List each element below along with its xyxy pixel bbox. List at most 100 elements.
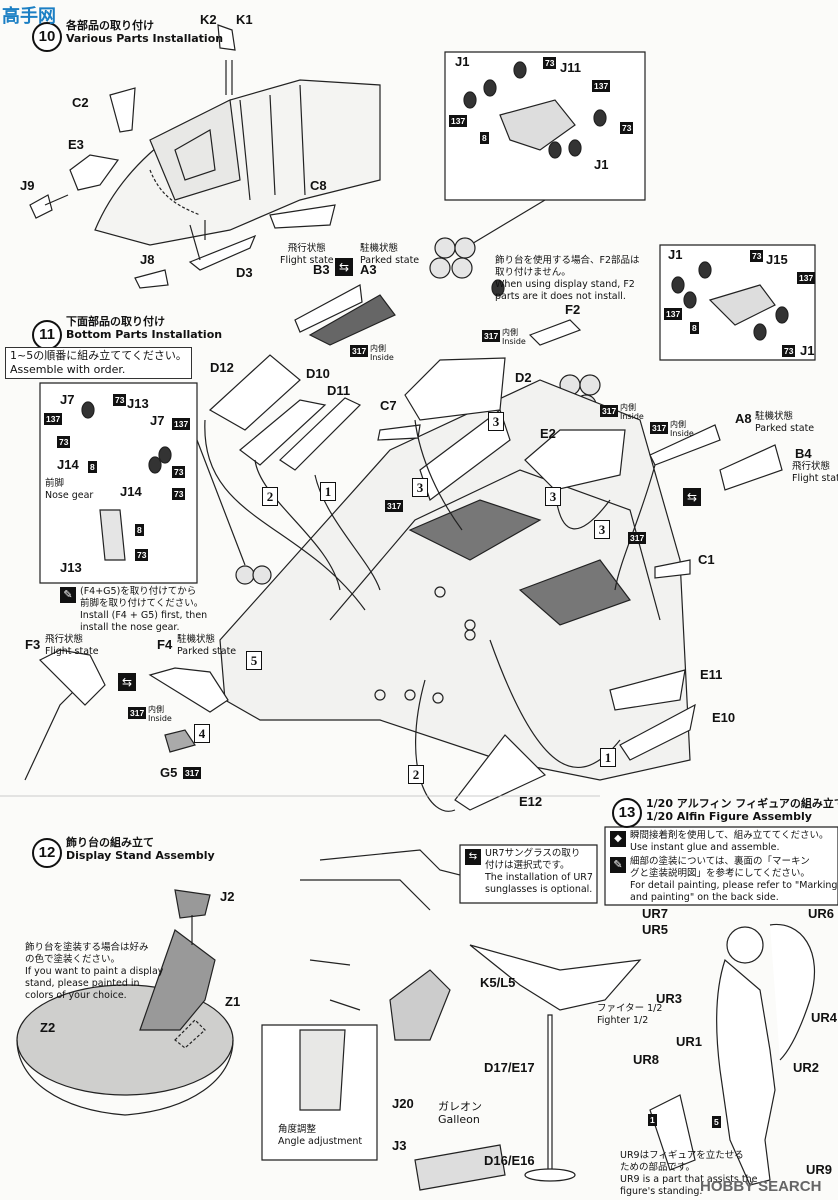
- part-J7-right: J7: [150, 413, 165, 428]
- ur7-note-en2: sunglasses is optional.: [485, 884, 593, 895]
- badge-317: 317: [183, 767, 202, 779]
- part-E3: E3: [68, 137, 84, 152]
- step-13-title: 1/20 アルフィン フィギュアの組み立て 1/20 Alfin Figure …: [646, 797, 838, 823]
- f4-note-jp1: (F4+G5)を取り付けてから: [80, 586, 197, 597]
- a8-state-label: 駐機状態 Parked state: [755, 411, 814, 435]
- part-F4: F4: [157, 637, 173, 652]
- ur9-note-en2: figure's standing.: [620, 1186, 703, 1197]
- f4-g5-note: (F4+G5)を取り付けてから 前脚を取り付けてください。 Install (F…: [80, 586, 207, 634]
- part-C2: C2: [72, 95, 89, 110]
- part-UR4: UR4: [811, 1010, 838, 1025]
- step-13-title-en: 1/20 Alfin Figure Assembly: [646, 810, 812, 823]
- inside-jp: 内側: [502, 328, 518, 337]
- part-D12: D12: [210, 360, 234, 375]
- paint-note-en2: stand, please painted in: [25, 978, 140, 989]
- angle-adjust-en: Angle adjustment: [278, 1136, 363, 1147]
- flight-state-jp: 飛行状態: [792, 461, 831, 472]
- f2-note-jp1: 飾り台を使用する場合、F2部品は: [495, 255, 640, 266]
- parked-state-en: Parked state: [755, 423, 815, 434]
- assemble-order-jp: 1~5の順番に組み立ててください。: [10, 349, 187, 362]
- badge-137: 137: [44, 413, 63, 425]
- inside-jp: 内側: [670, 420, 686, 429]
- flight-state-jp: 飛行状態: [287, 243, 326, 254]
- inside-en: Inside: [370, 353, 394, 362]
- parked-state-jp: 駐機状態: [755, 411, 794, 422]
- badge-73: 73: [57, 436, 71, 448]
- badge-317: 317: [482, 330, 501, 342]
- badge-8: 8: [135, 524, 144, 536]
- galleon-en: Galleon: [438, 1113, 480, 1126]
- detail-note-jp2: グと塗装説明図」を参考にしてください。: [630, 868, 810, 879]
- part-B4: B4: [795, 446, 812, 461]
- angle-adjust-jp: 角度調整: [278, 1124, 317, 1135]
- order-step-2: 2: [262, 487, 278, 506]
- part-E2: E2: [540, 426, 556, 441]
- part-J1-right-top: J1: [668, 247, 683, 262]
- assemble-order-en: Assemble with order.: [10, 363, 126, 376]
- inside-jp: 内側: [620, 403, 636, 412]
- part-UR2: UR2: [793, 1060, 820, 1075]
- part-J1-right-bottom: J1: [800, 343, 815, 358]
- parked-state-jp: 駐機状態: [177, 634, 216, 645]
- badge-73: 73: [172, 488, 186, 500]
- parked-state-en: Parked state: [360, 255, 420, 266]
- badge-137: 137: [449, 115, 468, 127]
- step-11-title-jp: 下面部品の取り付け: [66, 315, 165, 328]
- part-J3: J3: [392, 1138, 407, 1153]
- part-D2: D2: [515, 370, 532, 385]
- galleon-label: ガレオン Galleon: [438, 1100, 482, 1126]
- badge-317: 317: [385, 500, 404, 512]
- step-12-title-jp: 飾り台の組み立て: [66, 836, 154, 849]
- paint-brush-icon: ✎: [610, 857, 626, 873]
- watermark-top: 高手网: [2, 6, 56, 26]
- swap-arrow-icon: ⇆: [335, 258, 353, 276]
- galleon-jp: ガレオン: [438, 1100, 482, 1113]
- detail-note-en1: For detail painting, please refer to "Ma…: [630, 880, 838, 891]
- glue-note-en: Use instant glue and assemble.: [630, 842, 780, 853]
- a3-state-label: 駐機状態 Parked state: [360, 243, 419, 267]
- f4-note-jp2: 前脚を取り付けてください。: [80, 598, 204, 609]
- part-D16-E16: D16/E16: [484, 1153, 535, 1168]
- part-J11: J11: [560, 60, 581, 75]
- b4-state-label: 飛行状態 Flight state: [792, 461, 838, 485]
- part-G5: G5: [160, 765, 178, 780]
- step-12-title: 飾り台の組み立て Display Stand Assembly: [66, 836, 215, 862]
- f2-note-en2: parts are it does not install.: [495, 291, 626, 302]
- part-C7: C7: [380, 398, 397, 413]
- paint-brush-icon: ✎: [60, 587, 76, 603]
- badge-137: 137: [664, 308, 683, 320]
- part-C8: C8: [310, 178, 327, 193]
- inside-jp: 内側: [370, 344, 386, 353]
- badge-8: 8: [88, 461, 97, 473]
- part-E12: E12: [519, 794, 543, 809]
- f3-state-label: 飛行状態 Flight state: [45, 634, 99, 658]
- order-step-3: 3: [545, 487, 561, 506]
- order-step-5: 5: [246, 651, 262, 670]
- ur9-note-en1: UR9 is a part that assists the: [620, 1174, 758, 1185]
- part-D17-E17: D17/E17: [484, 1060, 535, 1075]
- parked-state-en: Parked state: [177, 646, 237, 657]
- part-K1: K1: [236, 12, 253, 27]
- part-D3: D3: [236, 265, 253, 280]
- flight-state-jp: 飛行状態: [45, 634, 84, 645]
- part-J8: J8: [140, 252, 155, 267]
- inside-en: Inside: [148, 714, 172, 723]
- part-J7-left: J7: [60, 392, 75, 407]
- order-step-2: 2: [408, 765, 424, 784]
- fighter-label: ファイター 1/2 Fighter 1/2: [597, 1003, 662, 1027]
- part-F3: F3: [25, 637, 41, 652]
- part-UR7: UR7: [642, 906, 669, 921]
- paint-note-en1: If you want to paint a display: [25, 966, 164, 977]
- part-Z1: Z1: [225, 994, 241, 1009]
- badge-5: 5: [712, 1116, 721, 1128]
- detail-note-en2: and painting" on the back side.: [630, 892, 779, 903]
- swap-arrow-icon: ⇆: [118, 673, 136, 691]
- part-C1: C1: [698, 552, 715, 567]
- badge-1: 1: [648, 1114, 657, 1126]
- f4-note-en1: Install (F4 + G5) first, then: [80, 610, 208, 621]
- part-J2: J2: [220, 889, 235, 904]
